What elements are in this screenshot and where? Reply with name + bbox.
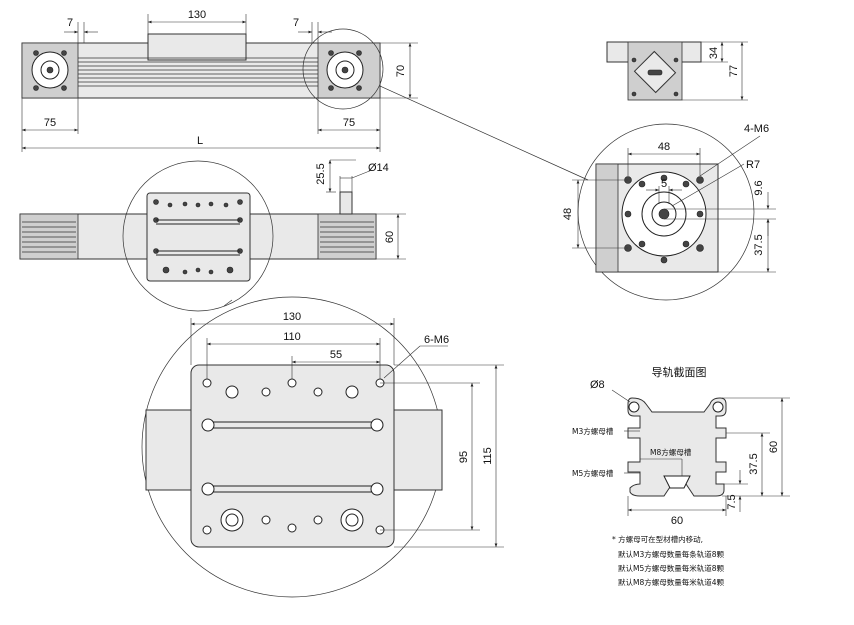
dim-left-gap: 7 — [67, 17, 73, 29]
right-bolt-hole — [328, 50, 334, 56]
carriage-detail-dimension-lines — [190, 318, 504, 548]
dim-front-height: 60 — [384, 231, 396, 243]
note-line-3: 默认M5方螺母数量每米轨道8颗 — [618, 563, 725, 573]
top-view-detail-circle — [302, 28, 384, 110]
dim-carriage-110: 110 — [283, 331, 301, 343]
top-view-carriage — [147, 33, 247, 61]
label-carriage-holes: 6-M6 — [424, 334, 449, 346]
carriage-detail: 130 110 55 6-M6 95 115 — [141, 296, 504, 598]
detail-leader-line — [379, 85, 589, 181]
top-view-dimension-lines — [21, 14, 418, 152]
left-bolt-hole — [33, 50, 39, 56]
dim-rail-37-5: 37.5 — [748, 453, 760, 474]
label-m5-slot: M5方螺母槽 — [572, 468, 614, 478]
dim-carriage-115: 115 — [482, 447, 494, 465]
dim-rail-height: 60 — [768, 441, 780, 453]
label-end-radius: R7 — [746, 159, 760, 171]
right-bolt-hole — [356, 50, 362, 56]
dim-end-9-6: 9.6 — [753, 180, 765, 195]
side-view-hole — [631, 57, 637, 63]
front-view-plate-holes — [153, 199, 243, 275]
end-detail-bolt-holes — [624, 174, 704, 264]
dim-top-height: 70 — [395, 65, 407, 77]
dim-total-length: L — [197, 135, 203, 147]
label-rail-diameter: Ø8 — [590, 379, 605, 391]
front-view-carriage-plate — [146, 192, 251, 282]
side-view-hole — [673, 91, 679, 97]
top-view: 7 130 7 70 75 75 L — [21, 9, 589, 181]
top-view-rail-grooves — [78, 57, 318, 87]
note-line-4: 默认M8方螺母数量每米轨道4颗 — [618, 577, 725, 587]
dim-end-center-offset: 5 — [661, 178, 667, 190]
front-view-detail-circle — [122, 160, 274, 312]
end-detail-dimension-lines — [572, 135, 776, 273]
front-view-right-motor — [317, 213, 377, 260]
front-view-motor-fins — [22, 221, 374, 253]
dim-right-end: 75 — [343, 117, 355, 129]
front-view: 25.5 Ø14 60 — [19, 159, 406, 312]
notes: * 方螺母可在型材槽内移动, 默认M3方螺母数量每条轨道8颗 默认M5方螺母数量… — [612, 534, 725, 587]
front-view-plate-rails — [156, 219, 240, 256]
dim-shaft-length: 25.5 — [315, 163, 327, 184]
front-view-shaft — [339, 191, 353, 215]
right-shaft-hole — [341, 66, 349, 74]
dim-side-upper: 34 — [708, 47, 720, 59]
carriage-detail-leader — [223, 299, 233, 307]
dim-end-37-5: 37.5 — [753, 234, 765, 255]
dim-end-hole-spacing: 48 — [658, 141, 670, 153]
carriage-detail-holes — [201, 378, 385, 535]
right-bolt-hole — [328, 85, 334, 91]
label-m3-slot: M3方螺母槽 — [572, 426, 614, 436]
side-view-hole — [673, 57, 679, 63]
rail-section-profile — [627, 397, 727, 497]
side-view-hole — [631, 91, 637, 97]
carriage-detail-plate — [190, 364, 395, 548]
dim-carriage-55: 55 — [330, 349, 342, 361]
dim-carriage-width: 130 — [188, 9, 206, 21]
label-end-holes: 4-M6 — [744, 123, 769, 135]
rail-section-m8-slot — [663, 475, 691, 489]
rail-section: 导轨截面图 Ø8 M3方螺母槽 M8方螺母槽 M5方螺母槽 60 3 — [572, 365, 790, 527]
carriage-detail-rails — [208, 421, 378, 493]
side-view-slot — [647, 69, 663, 76]
dim-side-total: 77 — [728, 65, 740, 77]
dim-carriage-130: 130 — [283, 311, 301, 323]
front-view-left-motor — [19, 213, 79, 260]
dim-rail-7-5: 7.5 — [726, 494, 738, 509]
dim-right-gap: 7 — [293, 17, 299, 29]
front-view-dimension-lines — [326, 159, 406, 260]
dim-shaft-diameter: Ø14 — [368, 162, 389, 174]
dim-left-end: 75 — [44, 117, 56, 129]
left-bolt-hole — [33, 85, 39, 91]
side-view-dimension-lines — [682, 41, 748, 101]
end-detail-shaft — [658, 208, 670, 220]
rail-section-bore-left — [628, 401, 640, 413]
left-shaft-hole — [46, 66, 54, 74]
dim-carriage-95: 95 — [458, 451, 470, 463]
right-bolt-hole — [356, 85, 362, 91]
note-line-1: * 方螺母可在型材槽内移动, — [612, 534, 703, 544]
end-detail: 4-M6 48 5 R7 9.6 37.5 48 — [562, 123, 776, 301]
left-bolt-hole — [61, 85, 67, 91]
rail-section-dimension-lines — [611, 389, 790, 516]
end-detail-side-rail — [595, 163, 619, 273]
dim-end-vertical-48: 48 — [562, 208, 574, 220]
rail-section-bore-right — [712, 401, 724, 413]
left-bolt-hole — [61, 50, 67, 56]
rail-section-title: 导轨截面图 — [652, 365, 707, 379]
dim-rail-width: 60 — [671, 515, 683, 527]
note-line-2: 默认M3方螺母数量每条轨道8颗 — [618, 549, 725, 559]
label-m8-slot: M8方螺母槽 — [650, 447, 692, 457]
side-view: 34 77 — [606, 41, 748, 101]
